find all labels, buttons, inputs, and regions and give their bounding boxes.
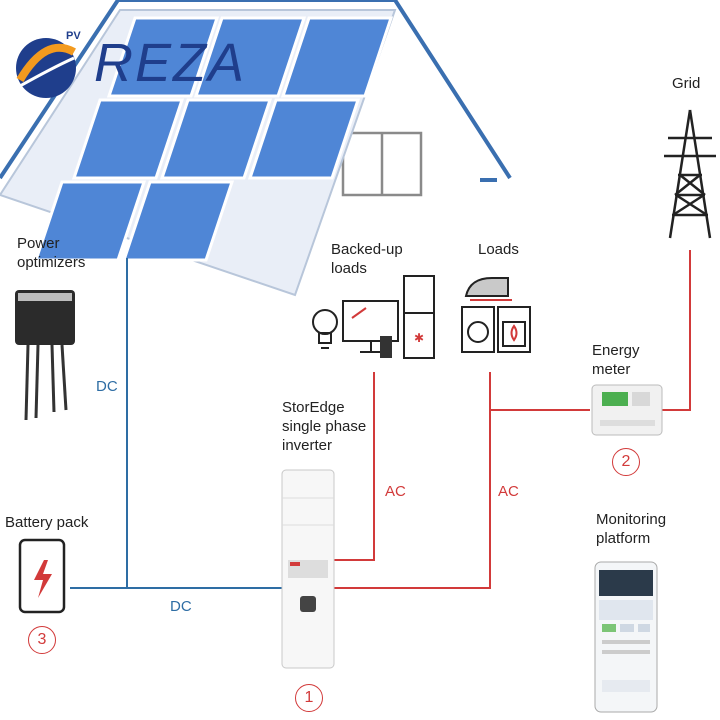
- iron-icon: [464, 277, 512, 301]
- fridge-icon: ✱: [403, 275, 435, 359]
- solar-panel: [247, 98, 361, 180]
- solar-panel: [280, 16, 394, 98]
- oven-icon: [497, 306, 531, 353]
- solar-panel: [159, 98, 273, 180]
- solar-panel: [71, 98, 185, 180]
- battery-pack-label: Battery pack: [5, 514, 89, 531]
- monitoring-platform-label: Monitoring platform: [596, 511, 667, 547]
- house-window: [341, 131, 423, 197]
- grid-label: Grid: [672, 75, 701, 92]
- remote-icon: [380, 336, 392, 358]
- ac-wire-grid: [660, 250, 691, 411]
- svg-text:✱: ✱: [414, 331, 424, 345]
- dc-label-horizontal: DC: [170, 598, 192, 615]
- monitor-icon: [342, 300, 399, 353]
- solar-panel: [193, 16, 307, 98]
- washing-machine-icon: [461, 306, 495, 353]
- meter-number-badge: 2: [612, 448, 640, 476]
- ac-wire-main: [333, 372, 491, 589]
- ac-label-main: AC: [498, 483, 519, 500]
- ac-label-backed-up: AC: [385, 483, 406, 500]
- ac-wire-backed-up: [330, 372, 375, 561]
- power-optimizers-label: Power optimizers: [17, 235, 86, 271]
- solar-panel: [106, 16, 220, 98]
- inverter-number-badge: 1: [295, 684, 323, 712]
- solar-panel: [121, 180, 235, 262]
- backed-up-loads-label: Backed-up loads: [331, 241, 403, 277]
- lightbulb-icon: [312, 309, 338, 349]
- battery-number-badge: 3: [28, 626, 56, 654]
- energy-meter-label: Energy meter: [592, 342, 640, 378]
- inverter-label: StorEdge single phase inverter: [282, 399, 367, 454]
- solar-panel: [33, 180, 147, 262]
- logo-text: REZA: [94, 33, 247, 93]
- loads-label: Loads: [478, 241, 519, 258]
- solar-panels: [0, 9, 397, 297]
- dc-label-vertical: DC: [96, 378, 118, 395]
- reza-logo: PV REZA: [8, 28, 270, 106]
- logo-superscript: PV: [66, 30, 81, 42]
